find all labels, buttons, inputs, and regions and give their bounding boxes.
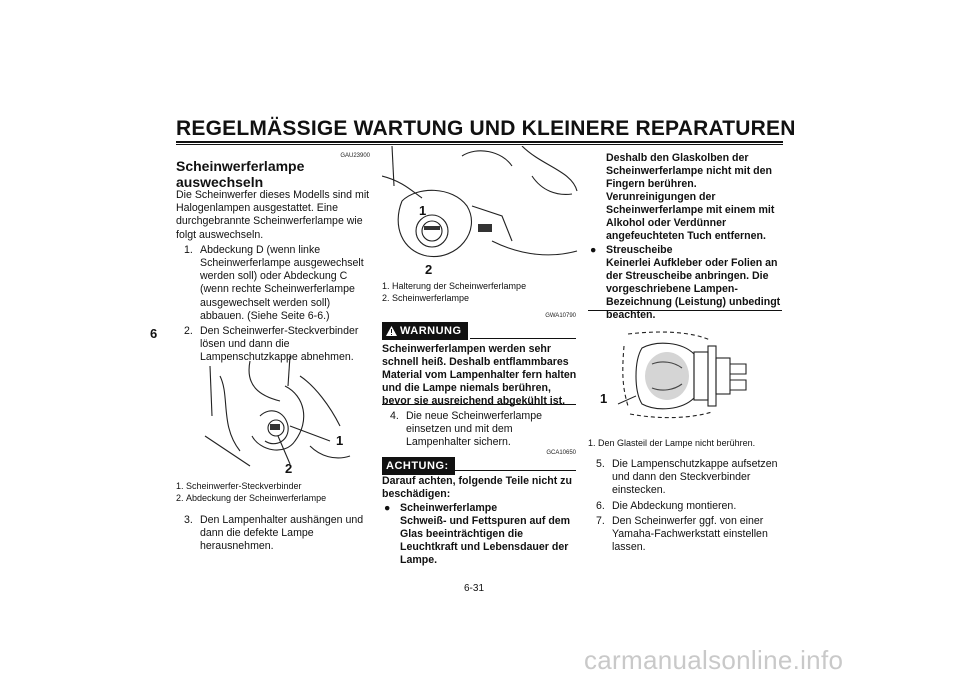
step-text: Den Lampenhalter aushängen und dann die …	[200, 514, 364, 553]
step-item: 1. Abdeckung D (wenn linke Scheinwerferla…	[176, 244, 372, 323]
col3-steps: 5. Die Lampenschutzkappe aufsetzen und da…	[588, 456, 784, 554]
bulb-holder-figure	[382, 146, 578, 258]
step-item: 6. Die Abdeckung montieren.	[588, 500, 784, 513]
caption-list: 1.Halterung der Scheinwerferlampe 2.Sche…	[382, 280, 578, 304]
step-number: 2.	[184, 325, 193, 338]
caution-item-title: Scheinwerferlampe	[400, 502, 498, 514]
caption-text: Scheinwerferlampe	[392, 293, 470, 303]
figure-caption: 1.Den Glasteil der Lampe nicht berühren.	[588, 437, 784, 449]
caution-label: ACHTUNG:	[382, 457, 455, 475]
caption-item: 2.Abdeckung der Scheinwerferlampe	[176, 492, 372, 504]
caution-item-title: Streuscheibe	[606, 244, 673, 256]
caption-list: 1.Den Glasteil der Lampe nicht berühren.	[588, 437, 784, 449]
step-text: Den Scheinwerfer ggf. von einer Yamaha-F…	[612, 514, 768, 554]
warning-label: WARNUNG	[400, 325, 462, 337]
step-number: 6.	[596, 499, 605, 512]
step-item: 7. Den Scheinwerfer ggf. von einer Yamaha…	[588, 515, 784, 555]
figure-label: 2	[285, 461, 293, 476]
chapter-number: 6	[150, 326, 158, 341]
warning-badge: WARNUNG	[382, 322, 468, 341]
figure-caption: 1.Scheinwerfer-Steckverbinder 2.Abdeckun…	[176, 480, 372, 504]
page-number: 6-31	[464, 583, 485, 594]
steps-list: 3. Den Lampenhalter aushängen und dann di…	[176, 514, 372, 554]
step-number: 3.	[184, 514, 193, 526]
caption-text: Abdeckung der Scheinwerferlampe	[186, 493, 327, 503]
step-item: 5. Die Lampenschutzkappe aufsetzen und da…	[588, 458, 784, 498]
col1-steps2: 3. Den Lampenhalter aushängen und dann di…	[176, 512, 372, 554]
page-title: REGELMÄSSIGE WARTUNG UND KLEINERE REPARA…	[176, 117, 796, 140]
warning-icon	[386, 326, 397, 336]
intro-paragraph: Die Scheinwerfer dieses Modells sind mit…	[176, 189, 370, 241]
caution-end-rule	[588, 310, 782, 311]
caution-badge: ACHTUNG:	[382, 456, 455, 475]
step-number: 5.	[596, 458, 605, 470]
col1-text: Die Scheinwerfer dieses Modells sind mit…	[176, 189, 372, 365]
figure-label: 1	[336, 433, 344, 448]
step-number: 4.	[390, 410, 399, 422]
caption-text: Scheinwerfer-Steckverbinder	[186, 481, 302, 491]
caption-number: 2.	[176, 493, 184, 503]
step-text: Die Lampenschutzkappe aufsetzen und dann…	[612, 458, 778, 497]
caution-rule	[452, 470, 576, 471]
caption-text: Halterung der Scheinwerferlampe	[392, 281, 527, 291]
warning-code: GWA10790	[545, 313, 576, 319]
caution-code: GCA10650	[546, 450, 576, 456]
caution-intro: Darauf achten, folgende Teile nicht zu b…	[382, 475, 572, 500]
step-text: Die Abdeckung montieren.	[612, 499, 737, 512]
step-item: 3. Den Lampenhalter aushängen und dann di…	[176, 514, 372, 554]
caption-item: 1.Scheinwerfer-Steckverbinder	[176, 480, 372, 492]
caption-number: 1.	[176, 481, 184, 491]
connector-figure	[204, 356, 351, 467]
caption-list: 1.Scheinwerfer-Steckverbinder 2.Abdeckun…	[176, 480, 372, 504]
watermark: carmanualsonline.info	[584, 645, 844, 675]
caution-item-text: Keinerlei Aufkleber oder Folien an der S…	[606, 257, 781, 321]
step-item: 4. Die neue Scheinwerferlampe einsetzen u…	[382, 410, 578, 450]
steps-list: 4. Die neue Scheinwerferlampe einsetzen u…	[382, 410, 578, 450]
steps-list: 5. Die Lampenschutzkappe aufsetzen und da…	[588, 458, 784, 554]
caption-item: 1.Halterung der Scheinwerferlampe	[382, 280, 578, 292]
step-number: 1.	[184, 243, 193, 256]
caption-number: 2.	[382, 293, 390, 303]
step-number: 7.	[596, 514, 605, 527]
caution-item-text: Schweiß- und Fettspuren auf dem Glas bee…	[400, 515, 571, 566]
steps-list: 1. Abdeckung D (wenn linke Scheinwerferla…	[176, 244, 372, 365]
step-text: Abdeckung D (wenn linke Scheinwerferlamp…	[200, 243, 364, 322]
step-item: 2. Den Scheinwerfer-Steckverbinder lösen …	[176, 325, 372, 365]
warning-end-rule	[382, 404, 576, 405]
header-rule-thin	[176, 144, 783, 145]
caption-number: 1.	[588, 438, 596, 448]
caption-item: 1.Den Glasteil der Lampe nicht berühren.	[588, 437, 784, 449]
caution-item: ● Streuscheibe Keinerlei Aufkleber oder …	[588, 244, 784, 322]
caption-text: Den Glasteil der Lampe nicht berühren.	[598, 438, 756, 448]
bullet-icon: ●	[590, 244, 597, 256]
col2-steps: 4. Die neue Scheinwerferlampe einsetzen u…	[382, 408, 578, 450]
step-text: Den Scheinwerfer-Steckverbinder lösen un…	[200, 325, 359, 364]
bulb-figure	[617, 331, 747, 419]
figure-label: 2	[425, 262, 433, 277]
section-code: GAU23900	[340, 153, 370, 159]
caution-continued-text: Deshalb den Glaskolben der Scheinwerferl…	[606, 152, 775, 242]
caption-number: 1.	[382, 281, 390, 291]
warning-text: Scheinwerferlampen werden sehr schnell h…	[382, 343, 577, 407]
caution-block: Darauf achten, folgende Teile nicht zu b…	[382, 475, 578, 567]
caution-continued: Deshalb den Glaskolben der Scheinwerferl…	[588, 152, 784, 322]
figure-label: 1	[600, 391, 608, 406]
caption-item: 2.Scheinwerferlampe	[382, 292, 578, 304]
section-heading: Scheinwerferlampe auswechseln	[176, 158, 305, 190]
figure-caption: 1.Halterung der Scheinwerferlampe 2.Sche…	[382, 280, 578, 304]
warning-rule	[470, 338, 576, 339]
bullet-icon: ●	[384, 502, 391, 514]
figure-label: 1	[419, 203, 427, 218]
step-text: Die neue Scheinwerferlampe einsetzen und…	[406, 410, 543, 449]
caution-item: ● Scheinwerferlampe Schweiß- und Fettspu…	[382, 502, 578, 567]
header-rule	[176, 141, 783, 143]
